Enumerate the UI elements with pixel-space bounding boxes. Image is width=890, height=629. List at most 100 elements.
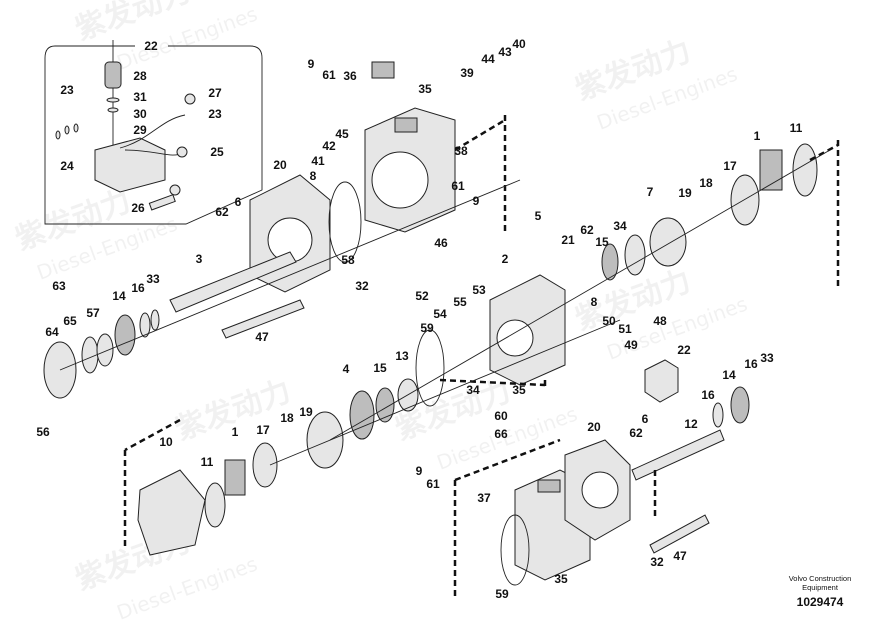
callout-32: 32 [355,279,369,293]
watermark: 紫发动力 紫发动力 紫发动力 紫发动力 紫发动力 紫发动力 紫发动力 Diese… [11,0,751,625]
pump-housing-upper [364,61,456,233]
left-end-parts [43,309,160,399]
callout-16: 16 [131,281,145,295]
callout-22: 22 [677,343,691,357]
callout-30: 30 [133,107,147,121]
callout-47: 47 [255,330,269,344]
callout-27: 27 [208,86,222,100]
callout-31: 31 [133,90,147,104]
callout-22: 22 [144,39,158,53]
callout-35: 35 [554,572,568,586]
rotating-group-center [306,378,419,469]
callout-63: 63 [52,279,66,293]
callout-34: 34 [613,219,627,233]
callout-51: 51 [618,322,632,336]
callout-34: 34 [466,383,480,397]
callout-49: 49 [624,338,638,352]
callout-35: 35 [512,383,526,397]
callout-64: 64 [45,325,59,339]
callout-4: 4 [343,362,350,376]
callout-24: 24 [60,159,74,173]
callout-42: 42 [322,139,336,153]
callout-33: 33 [760,351,774,365]
callout-10: 10 [159,435,173,449]
callout-65: 65 [63,314,77,328]
callout-32: 32 [650,555,664,569]
callout-48: 48 [653,314,667,328]
callout-8: 8 [591,295,598,309]
callout-15: 15 [373,361,387,375]
callout-50: 50 [602,314,616,328]
callout-26: 26 [131,201,145,215]
callout-36: 36 [343,69,357,83]
callout-58: 58 [341,253,355,267]
drawing-number: 1029474 [796,595,844,609]
callout-39: 39 [460,66,474,80]
callout-16: 16 [701,388,715,402]
rotating-group-lower-left [137,442,278,556]
callout-1: 1 [232,425,239,439]
callout-1: 1 [754,129,761,143]
callout-59: 59 [420,321,434,335]
callout-29: 29 [133,123,147,137]
callout-35: 35 [418,82,432,96]
shaft-upper [169,251,305,339]
callout-44: 44 [481,52,495,66]
callout-21: 21 [561,233,575,247]
callout-59: 59 [495,587,509,601]
callout-61: 61 [426,477,440,491]
callout-6: 6 [642,412,649,426]
callout-52: 52 [415,289,429,303]
callout-45: 45 [335,127,349,141]
manufacturer-line-1: Volvo Construction [788,574,852,583]
callout-9: 9 [308,57,315,71]
manufacturer-line-2: Equipment [802,583,838,592]
callout-20: 20 [273,158,287,172]
callout-3: 3 [196,252,203,266]
callout-8: 8 [310,169,317,183]
callout-19: 19 [299,405,313,419]
callout-12: 12 [684,417,698,431]
valve-22-right [644,359,679,403]
callout-18: 18 [699,176,713,190]
callout-62: 62 [215,205,229,219]
callout-55: 55 [453,295,467,309]
pump-housing-center [415,274,566,407]
valve-block-assembly [55,40,196,211]
callout-47: 47 [673,549,687,563]
callout-25: 25 [210,145,224,159]
rotating-group-upper-right [601,143,818,281]
callout-17: 17 [256,423,270,437]
drawing-caption: Volvo Construction Equipment 1029474 [770,574,870,609]
callout-57: 57 [86,306,100,320]
callout-6: 6 [235,195,242,209]
callout-56: 56 [36,425,50,439]
callout-7: 7 [647,185,654,199]
callout-5: 5 [535,209,542,223]
inset-frame [44,45,263,225]
callout-23: 23 [208,107,222,121]
callout-46: 46 [434,236,448,250]
callout-9: 9 [473,194,480,208]
callout-41: 41 [311,154,325,168]
callout-33: 33 [146,272,160,286]
callout-11: 11 [201,455,214,469]
callout-28: 28 [133,69,147,83]
alignment-lines [59,115,840,600]
callout-38: 38 [454,144,468,158]
callout-17: 17 [723,159,737,173]
callout-54: 54 [433,307,447,321]
pump-housing-lower [500,439,631,586]
callout-18: 18 [280,411,294,425]
callout-2: 2 [502,252,509,266]
callout-14: 14 [112,289,126,303]
callout-60: 60 [494,409,508,423]
callout-40: 40 [512,37,526,51]
callout-61: 61 [451,179,465,193]
callout-62: 62 [629,426,643,440]
callout-53: 53 [472,283,486,297]
callout-23: 23 [60,83,74,97]
